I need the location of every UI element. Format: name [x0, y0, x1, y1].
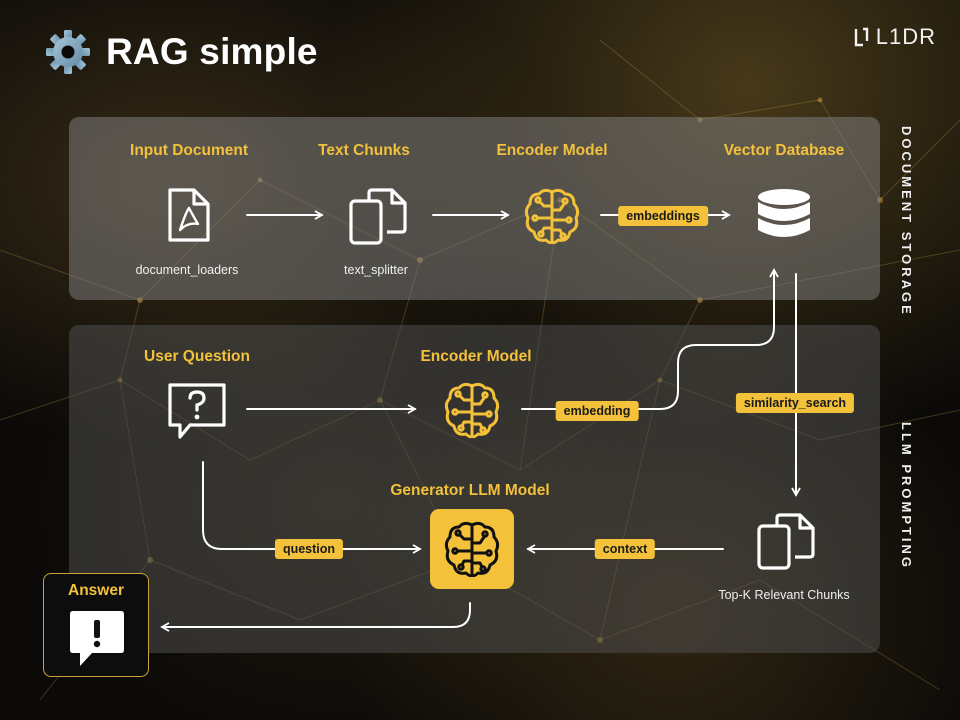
- brand-text: L1DR: [875, 24, 936, 49]
- pill-question: question: [274, 539, 344, 559]
- node-title-input-document: Input Document: [130, 142, 248, 159]
- brain-circuit-icon: [444, 382, 500, 439]
- pill-embeddings: embeddings: [618, 206, 708, 226]
- section-label-llm-prompting: LLM PROMPTING: [899, 422, 914, 571]
- pill-embedding: embedding: [555, 401, 639, 421]
- section-label-document-storage: DOCUMENT STORAGE: [899, 126, 914, 317]
- database-icon: [758, 189, 810, 237]
- gear-icon: [46, 30, 90, 74]
- caption-document-loaders: document_loaders: [135, 263, 239, 277]
- copy-documents-icon: [757, 513, 815, 570]
- caption-top-k-chunks: Top-K Relevant Chunks: [718, 588, 850, 602]
- answer-box: Answer: [43, 573, 149, 677]
- pill-similarity-search: similarity_search: [735, 393, 855, 413]
- copy-documents-icon: [349, 188, 407, 245]
- caption-text-splitter: text_splitter: [344, 263, 408, 277]
- question-bubble-icon: [168, 383, 226, 439]
- title-text: RAG simple: [106, 31, 318, 72]
- node-title-encoder-model-prompting: Encoder Model: [420, 348, 532, 365]
- page-title: RAG simple: [44, 28, 318, 76]
- answer-title: Answer: [68, 582, 124, 599]
- pdf-document-icon: [168, 188, 210, 242]
- node-title-user-question: User Question: [144, 348, 250, 365]
- exclamation-bubble-icon: [70, 611, 124, 666]
- node-title-text-chunks: Text Chunks: [318, 142, 410, 159]
- pill-context: context: [594, 539, 656, 559]
- brain-circuit-icon: [524, 188, 580, 245]
- node-title-encoder-model-storage: Encoder Model: [496, 142, 608, 159]
- node-title-generator-llm: Generator LLM Model: [390, 482, 550, 499]
- l1dr-logo-mark: [854, 27, 868, 47]
- brand-logo: L1DR: [854, 24, 936, 50]
- generator-llm-box: [430, 509, 514, 589]
- node-title-vector-database: Vector Database: [723, 142, 845, 159]
- brain-circuit-icon: [444, 521, 500, 578]
